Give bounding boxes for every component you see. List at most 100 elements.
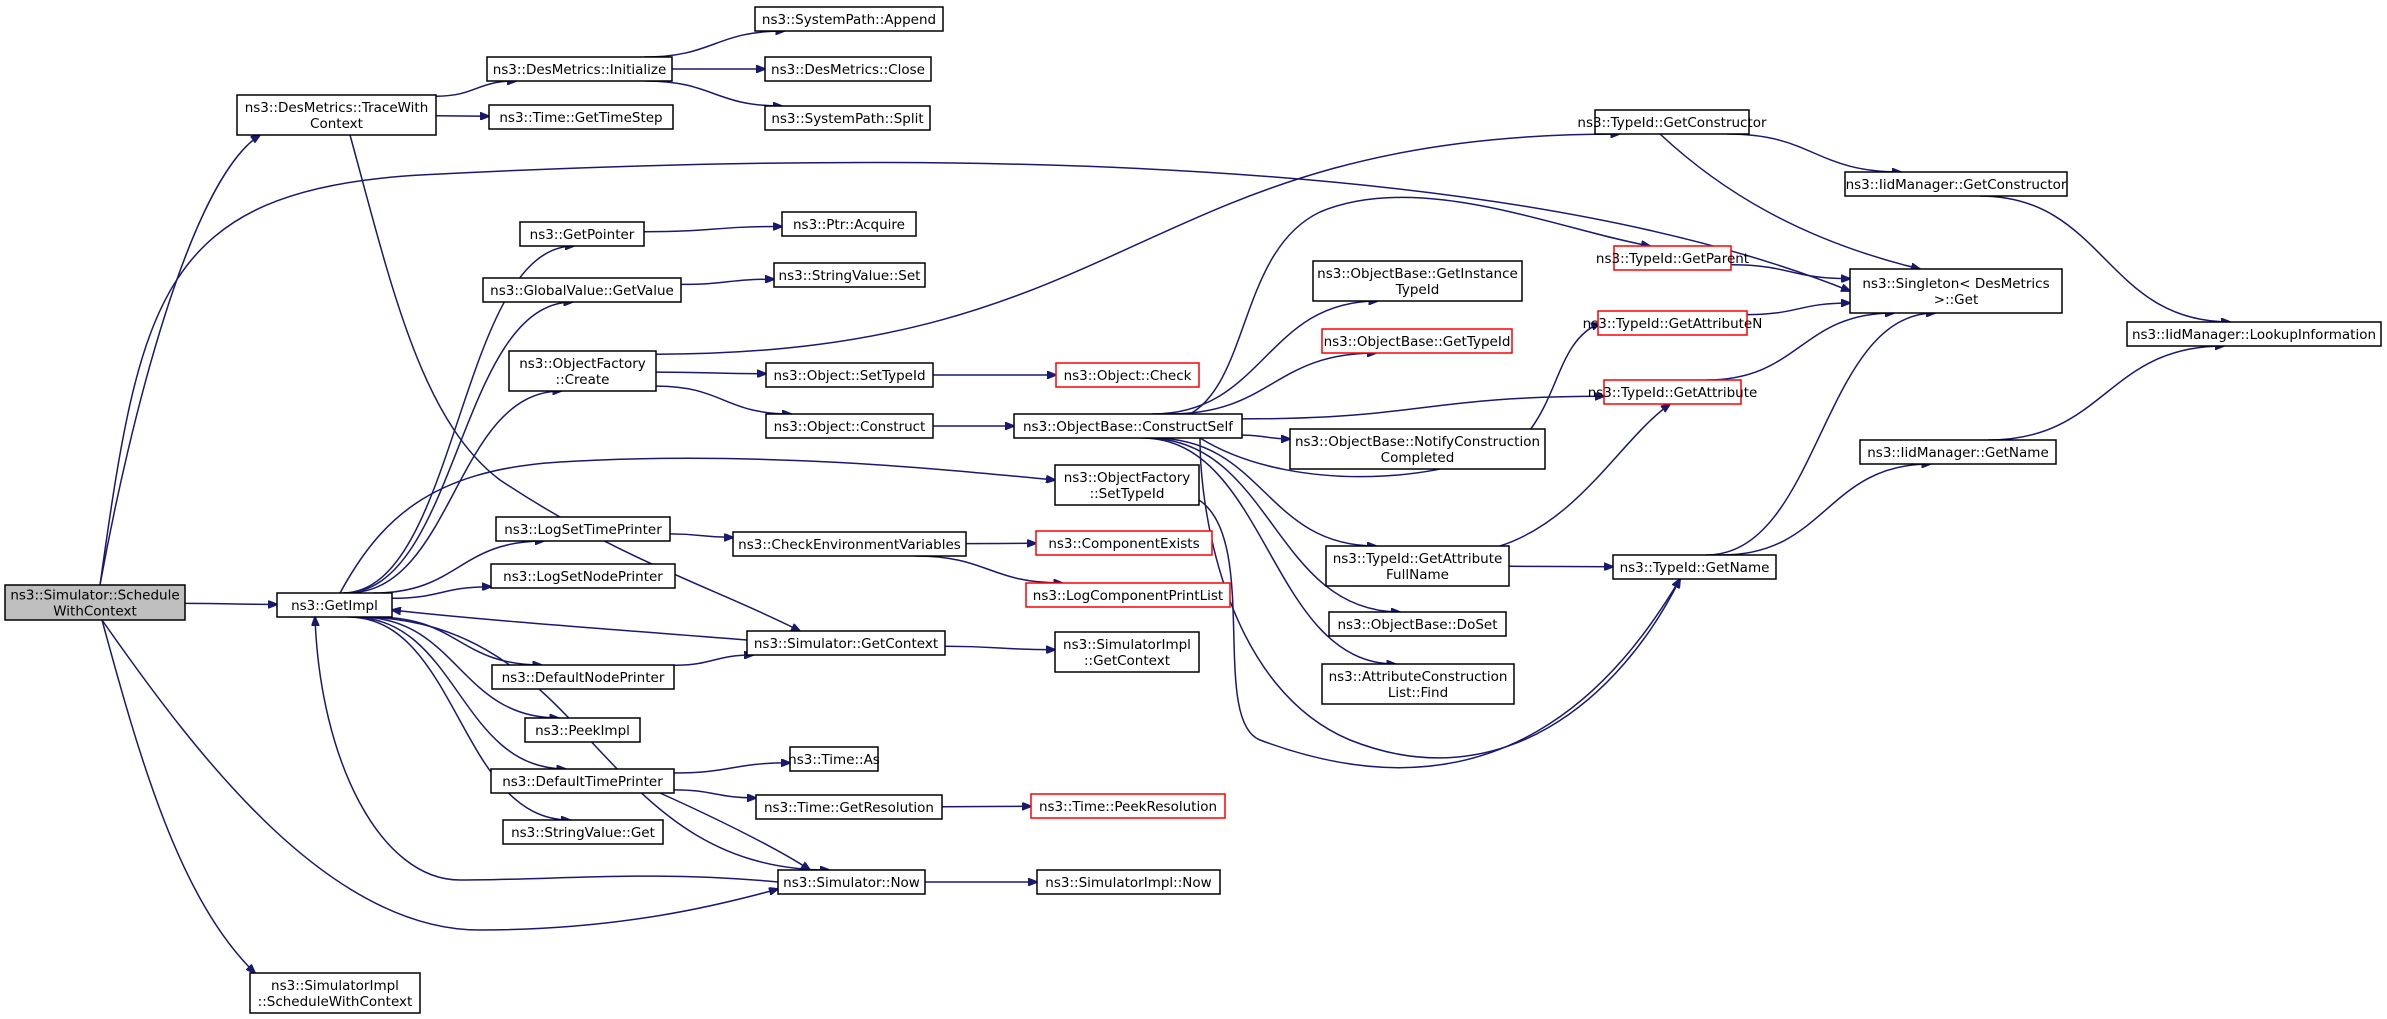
node-label: ns3::Simulator::Schedule: [10, 588, 179, 604]
function-node[interactable]: ns3::DefaultNodePrinter: [491, 664, 675, 690]
edge-line: [944, 645, 1055, 650]
function-node[interactable]: ns3::DesMetrics::Close: [764, 56, 932, 82]
function-node[interactable]: ns3::GetImpl: [276, 592, 393, 618]
function-node[interactable]: ns3::IidManager::GetName: [1859, 439, 2057, 465]
function-node[interactable]: ns3::Ptr::Acquire: [781, 211, 917, 237]
function-node[interactable]: ns3::TypeId::GetAttributeN: [1583, 310, 1763, 336]
function-node[interactable]: ns3::SimulatorImpl::ScheduleWithContext: [249, 972, 421, 1014]
function-node[interactable]: ns3::CheckEnvironmentVariables: [732, 531, 967, 557]
edge-line: [659, 792, 810, 870]
function-node[interactable]: ns3::SimulatorImpl::Now: [1036, 869, 1221, 895]
function-node[interactable]: ns3::ObjectFactory::SetTypeId: [1054, 464, 1200, 506]
function-node[interactable]: ns3::Singleton< DesMetrics>::Get: [1849, 268, 2063, 314]
edge-line: [349, 134, 800, 631]
function-node[interactable]: ns3::ComponentExists: [1035, 530, 1213, 556]
call-edge: [944, 645, 1055, 650]
function-node[interactable]: ns3::TypeId::GetConstructor: [1577, 109, 1767, 135]
node-label: ns3::SimulatorImpl: [271, 978, 399, 994]
function-node[interactable]: ns3::Time::GetResolution: [755, 794, 943, 820]
function-node[interactable]: ns3::LogSetNodePrinter: [490, 563, 676, 589]
node-label: ns3::ObjectBase::GetTypeId: [1324, 334, 1511, 350]
node-box: [524, 717, 641, 743]
call-edge: [356, 616, 829, 870]
node-box: [1613, 245, 1732, 271]
call-edge: [339, 457, 1055, 594]
function-node[interactable]: ns3::TypeId::GetAttribute: [1588, 379, 1758, 405]
edge-line: [669, 533, 733, 538]
node-box: [1594, 109, 1750, 135]
edge-line: [655, 134, 1620, 355]
function-node[interactable]: ns3::Simulator::GetContext: [746, 630, 946, 656]
call-edge: [1151, 301, 1378, 415]
function-node[interactable]: ns3::TypeId::GetName: [1612, 554, 1777, 580]
node-label: ns3::IidManager::GetName: [1867, 445, 2049, 461]
function-node[interactable]: ns3::LogComponentPrintList: [1025, 582, 1231, 608]
function-node[interactable]: ns3::IidManager::GetConstructor: [1844, 171, 2068, 197]
function-node[interactable]: ns3::SimulatorImpl::GetContext: [1054, 631, 1200, 673]
call-edge: [914, 555, 1063, 583]
function-node[interactable]: ns3::Simulator::Now: [777, 869, 926, 895]
function-node[interactable]: ns3::TypeId::GetParent: [1596, 245, 1749, 271]
node-label: ns3::ObjectFactory: [1064, 470, 1191, 486]
function-node[interactable]: ns3::ObjectBase::DoSet: [1328, 611, 1507, 637]
edge-line: [99, 161, 1850, 586]
node-label: ns3::Ptr::Acquire: [793, 217, 905, 233]
function-node[interactable]: ns3::Object::SetTypeId: [765, 362, 934, 388]
node-box: [1844, 171, 2068, 197]
function-node[interactable]: ns3::GlobalValue::GetValue: [482, 277, 682, 303]
node-label: ::SetTypeId: [1090, 486, 1165, 502]
function-node[interactable]: ns3::LogSetTimePrinter: [495, 516, 671, 542]
node-box: [754, 6, 944, 32]
edge-line: [1241, 396, 1604, 420]
edge-line: [1706, 313, 1894, 381]
call-edge: [1198, 499, 1680, 769]
function-node[interactable]: ns3::ObjectFactory::Create: [508, 350, 657, 392]
node-label: ns3::StringValue::Get: [511, 825, 655, 841]
function-node[interactable]: ns3::ObjectBase::GetTypeId: [1321, 328, 1513, 354]
function-node[interactable]: ns3::PeekImpl: [524, 717, 641, 743]
function-node[interactable]: ns3::StringValue::Get: [502, 819, 664, 845]
function-node[interactable]: ns3::GetPointer: [519, 221, 645, 247]
node-label: ns3::DesMetrics::Close: [771, 62, 925, 78]
node-box: [1013, 413, 1243, 439]
node-label: ns3::LogSetNodePrinter: [503, 569, 663, 585]
call-edge: [1746, 303, 1850, 316]
function-node[interactable]: ns3::StringValue::Set: [773, 262, 926, 288]
function-node[interactable]: ns3::Object::Check: [1055, 362, 1200, 388]
call-edge: [373, 541, 544, 594]
function-node[interactable]: ns3::Time::PeekResolution: [1030, 793, 1226, 819]
node-box: [1289, 428, 1546, 470]
function-node[interactable]: ns3::DefaultTimePrinter: [490, 768, 675, 794]
function-node[interactable]: ns3::Time::As: [788, 746, 880, 772]
node-label: ns3::DesMetrics::TraceWith: [245, 100, 429, 116]
node-label: ns3::DefaultTimePrinter: [502, 774, 663, 790]
function-node[interactable]: ns3::Object::Construct: [765, 413, 934, 439]
node-label: ns3::ComponentExists: [1048, 536, 1199, 552]
node-label: ns3::GetPointer: [530, 227, 635, 243]
function-node[interactable]: ns3::Time::GetTimeStep: [488, 104, 674, 130]
node-box: [732, 531, 967, 557]
edge-line: [1141, 437, 1396, 664]
function-node[interactable]: ns3::SystemPath::Append: [754, 6, 944, 32]
call-edge: [315, 617, 779, 883]
node-label: ns3::ObjectBase::DoSet: [1337, 617, 1497, 633]
call-edge: [669, 533, 733, 538]
node-box: [789, 746, 879, 772]
function-node[interactable]: ns3::SystemPath::Split: [764, 105, 931, 131]
edge-line: [1189, 196, 1650, 415]
function-node[interactable]: ns3::IidManager::LookupInformation: [2126, 321, 2382, 347]
call-edge: [1152, 437, 1376, 546]
call-edge: [680, 279, 774, 286]
function-node[interactable]: ns3::DesMetrics::Initialize: [486, 56, 673, 82]
edge-line: [342, 246, 575, 594]
node-label: ns3::IidManager::LookupInformation: [2132, 327, 2376, 343]
node-label: ns3::TypeId::GetParent: [1596, 251, 1749, 267]
function-node[interactable]: ns3::ObjectBase::ConstructSelf: [1013, 413, 1243, 439]
call-edge: [1241, 396, 1604, 420]
function-node[interactable]: ns3::ObjectBase::NotifyConstructionCompl…: [1289, 428, 1546, 470]
edge-line: [373, 541, 544, 594]
